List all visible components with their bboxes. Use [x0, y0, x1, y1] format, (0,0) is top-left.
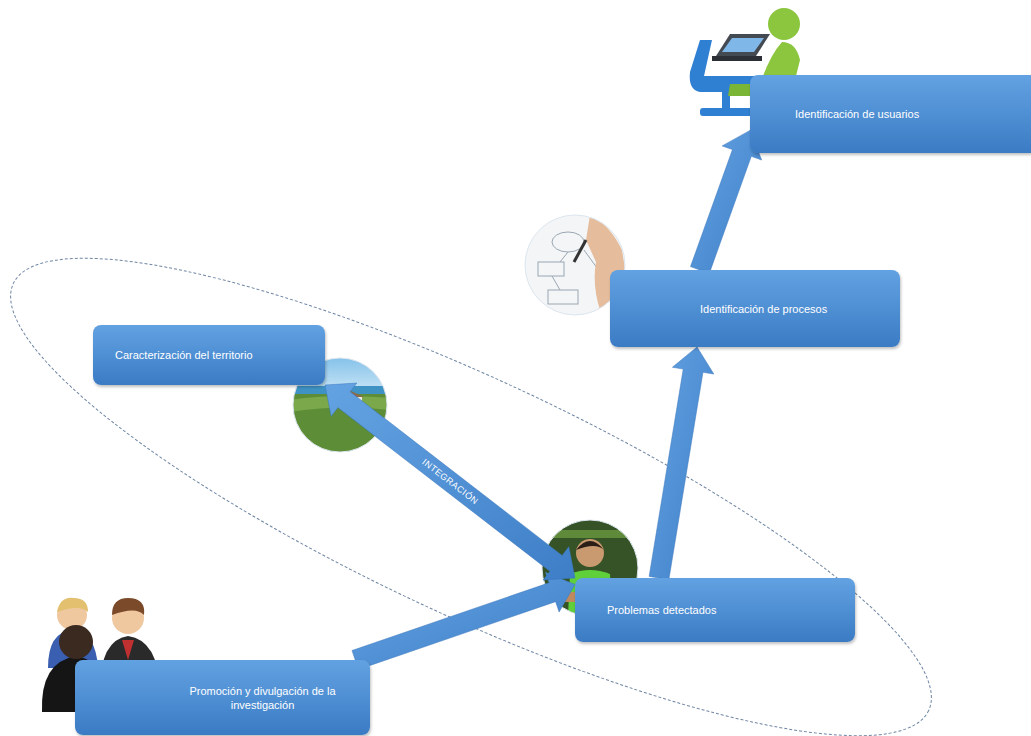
- pen: [574, 240, 586, 262]
- person-head: [59, 625, 93, 659]
- head: [576, 539, 604, 567]
- person-hair: [57, 598, 88, 612]
- person-tie: [122, 640, 134, 660]
- box-text: Caracterización del territorio: [115, 348, 253, 362]
- box-label: Identificación de usuarios: [795, 107, 919, 121]
- person-hair: [112, 598, 144, 615]
- box-label: Problemas detectados: [607, 603, 716, 617]
- person-head: [768, 8, 800, 40]
- process-box: Caracterización del territorio: [93, 325, 325, 385]
- box-text: Promoción y divulgación de la investigac…: [188, 684, 338, 712]
- laptop-screen: [716, 34, 770, 56]
- group-ellipse: [0, 177, 979, 736]
- chair-base: [700, 108, 756, 116]
- box-label: Caracterización del territorio: [115, 348, 253, 362]
- rail: [540, 530, 640, 538]
- laptop-display: [722, 38, 764, 52]
- laptop-base: [712, 56, 762, 61]
- edge-label: INTEGRACIÓN: [420, 456, 481, 506]
- box-text: Identificación de procesos: [700, 302, 827, 316]
- block-arrow: [690, 130, 761, 273]
- block-arrow: [325, 383, 575, 580]
- box-text: Identificación de usuarios: [795, 107, 919, 121]
- process-box: Identificación de usuarios: [750, 75, 1031, 153]
- box-text: Problemas detectados: [607, 603, 716, 617]
- process-box: Identificación de procesos: [610, 270, 900, 347]
- block-arrow: [352, 572, 575, 669]
- block-arrow: [649, 347, 714, 580]
- process-box: Promoción y divulgación de la investigac…: [75, 660, 370, 735]
- box-label: Promoción y divulgación de la investigac…: [188, 684, 338, 712]
- box-label: Identificación de procesos: [700, 302, 827, 316]
- process-box: Problemas detectados: [575, 578, 855, 642]
- hair: [576, 541, 604, 550]
